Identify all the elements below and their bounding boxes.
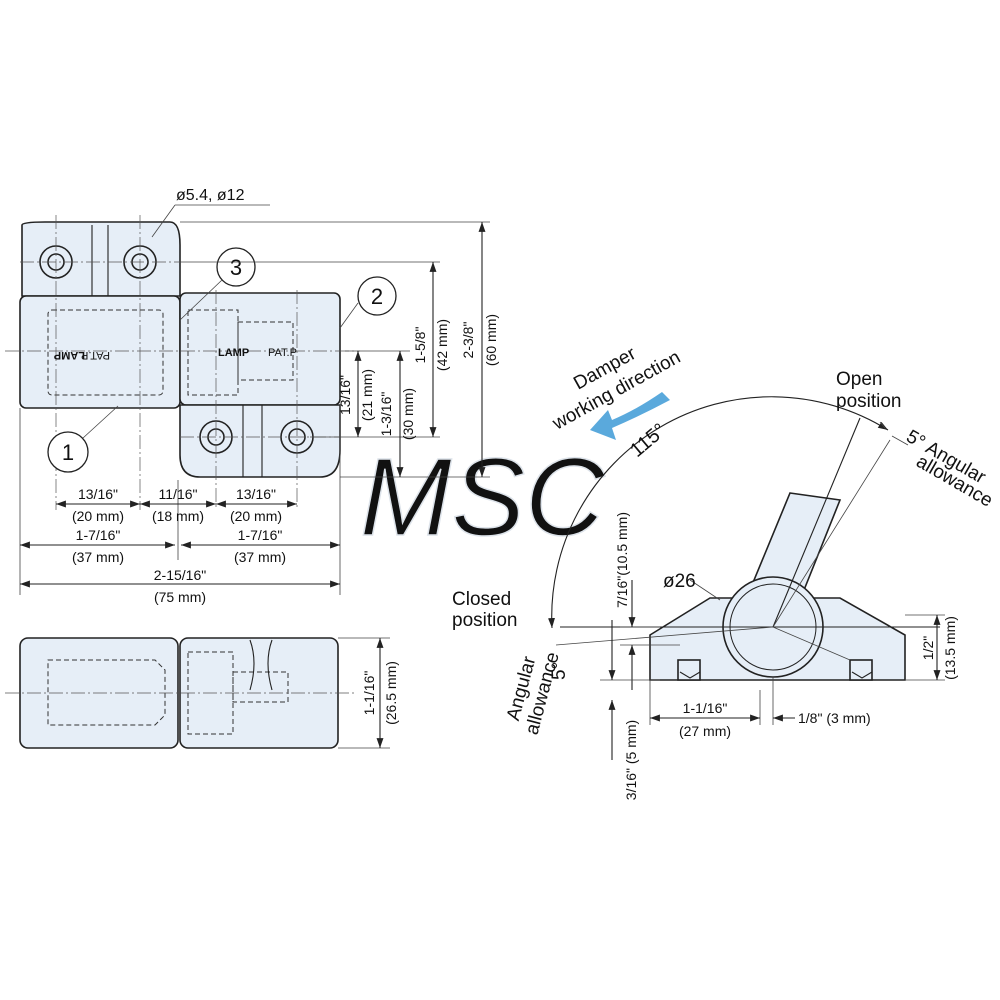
dim-h2-in: 1-7/16" <box>238 527 283 543</box>
dim-1-1-16-in: 1-1/16" <box>683 700 728 716</box>
side-view: 1-1/16" (26.5 mm) <box>5 637 399 749</box>
plan-horizontal-dimensions: 13/16" (20 mm) 11/16" (18 mm) 13/16" (20… <box>19 405 341 605</box>
dim-v4-mm: (60 mm) <box>483 314 499 366</box>
dim-v2-mm: (30 mm) <box>400 388 416 440</box>
dim-1-8: 1/8" (3 mm) <box>798 710 871 726</box>
pat-mark-left: PAT.P <box>81 349 110 361</box>
open-position-line2: position <box>836 391 902 412</box>
dim-h1-in: 1-7/16" <box>76 527 121 543</box>
dim-total-in: 2-15/16" <box>154 567 206 583</box>
plan-vertical-dimensions: 13/16" (21 mm) 1-3/16" (30 mm) 1-5/8" (4… <box>180 221 499 478</box>
dim-w3-in: 13/16" <box>236 486 276 502</box>
closed-position-line1: Closed <box>452 589 511 610</box>
angular-view: Damper working direction 115° Open posit… <box>452 343 996 800</box>
dim-w3-mm: (20 mm) <box>230 508 282 524</box>
dim-1-2-in: 1/2" <box>920 636 936 660</box>
dim-3-16: 3/16" (5 mm) <box>623 720 639 800</box>
dim-h2-mm: (37 mm) <box>234 549 286 565</box>
plan-view: LAMP PAT.P LAMP PAT.P <box>5 215 360 510</box>
callout-3: 3 <box>230 255 242 280</box>
dim-v1-mm: (21 mm) <box>359 369 375 421</box>
dim-thick-in: 1-1/16" <box>361 671 377 716</box>
dim-7-16: 7/16"(10.5 mm) <box>614 512 630 608</box>
dim-v1-in: 13/16" <box>337 375 353 415</box>
dim-w1-in: 13/16" <box>78 486 118 502</box>
callout-2: 2 <box>371 284 383 309</box>
dim-1-1-16-mm: (27 mm) <box>679 723 731 739</box>
dim-w1-mm: (20 mm) <box>72 508 124 524</box>
watermark: MSC <box>360 436 606 559</box>
diameter-26: ø26 <box>663 571 696 592</box>
dim-v2-in: 1-3/16" <box>378 392 394 437</box>
dim-total-mm: (75 mm) <box>154 589 206 605</box>
dim-w2-in: 11/16" <box>159 486 198 502</box>
angle-5-deg: 5° <box>549 662 570 680</box>
dim-h1-mm: (37 mm) <box>72 549 124 565</box>
dim-1-2-mm: (13.5 mm) <box>942 616 958 680</box>
pat-mark-right: PAT.P <box>268 347 297 359</box>
dim-v3-mm: (42 mm) <box>434 319 450 371</box>
lamp-mark-left: LAMP <box>54 349 85 361</box>
open-position-line1: Open <box>836 369 882 390</box>
damper-direction-arrow <box>590 392 670 440</box>
angle-115: 115° <box>626 419 671 461</box>
dim-w2-mm: (18 mm) <box>152 508 204 524</box>
closed-position-line2: position <box>452 610 518 631</box>
dim-v3-in: 1-5/8" <box>412 327 428 364</box>
hole-diameter-label: ø5.4, ø12 <box>176 187 245 204</box>
dim-thick-mm: (26.5 mm) <box>383 661 399 725</box>
callouts: ø5.4, ø12 3 2 1 <box>47 187 397 473</box>
dim-v4-in: 2-3/8" <box>460 322 476 359</box>
callout-1: 1 <box>62 440 74 465</box>
lamp-mark-right: LAMP <box>218 347 249 359</box>
